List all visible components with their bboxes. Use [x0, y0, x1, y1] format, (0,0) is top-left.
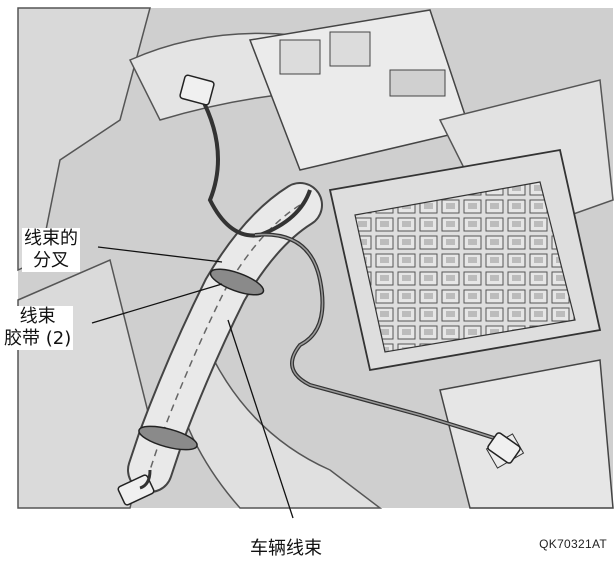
leader-harness — [227, 319, 294, 519]
fuse-box — [328, 148, 602, 372]
tape-callout-line-2: 胶带 (2) — [4, 328, 72, 349]
branch-callout-line-2: 分叉 — [33, 250, 69, 271]
tape-callout-line-1: 线束 — [19, 306, 56, 327]
relay-2 — [329, 31, 371, 67]
vehicle-harness-tube — [127, 182, 323, 493]
harness-callout: 车辆线束 — [248, 538, 324, 560]
branch-callout: 线束的 分叉 — [22, 228, 80, 272]
top-connector — [179, 74, 215, 106]
leader-tie — [91, 283, 223, 324]
harness-tape-1 — [209, 268, 265, 296]
tape-callout: 线束 胶带 (2) — [2, 306, 74, 350]
bottom-right-box — [439, 359, 614, 509]
end-connector — [487, 432, 521, 464]
connector-block — [389, 69, 446, 97]
branch-callout-line-1: 线束的 — [24, 228, 78, 249]
relay-1 — [279, 39, 321, 75]
figure-id: QK70321AT — [539, 537, 607, 551]
leader-branch — [97, 246, 223, 263]
left-bracket — [17, 7, 151, 272]
branch-wire-upper — [198, 94, 312, 238]
harness-tape-2 — [138, 425, 198, 451]
bottom-pigtail — [139, 469, 152, 490]
branch-wire-right-inner — [254, 233, 501, 441]
bottom-connector — [117, 474, 155, 506]
